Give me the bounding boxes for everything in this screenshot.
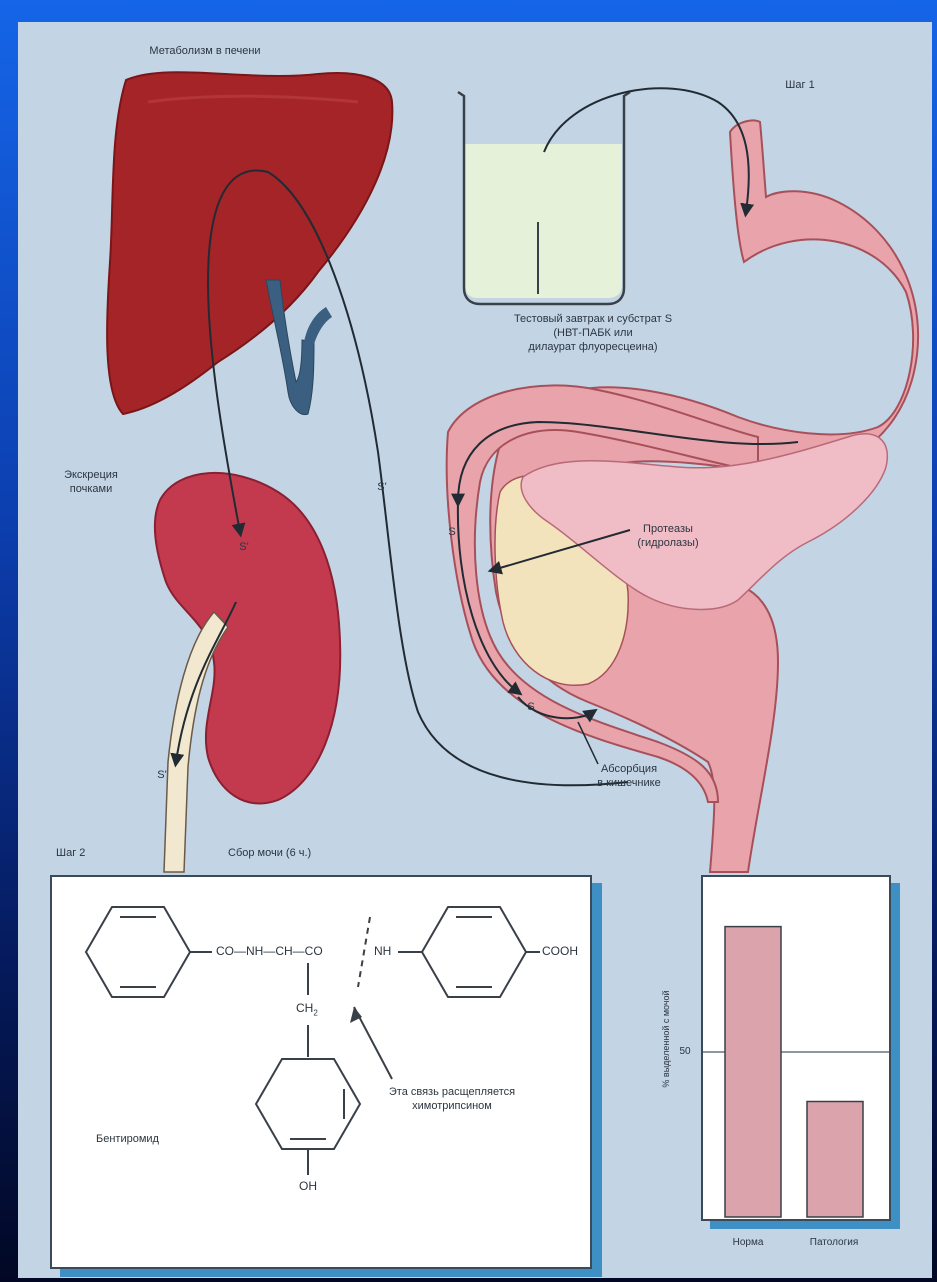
label-renal-excretion: Экскреция почками (46, 468, 136, 496)
formula-main-chain: CO—NH—CH—CO (216, 944, 323, 958)
formula-cooh: COOH (542, 944, 578, 958)
bar-norm (725, 927, 781, 1217)
formula-oh: OH (299, 1179, 317, 1193)
hepatic-vein-branch (304, 307, 332, 344)
label-metabolite-s2: S' (234, 540, 254, 554)
diagram-panel: Метаболизм в печени Шаг 1 Тестовый завтр… (18, 22, 932, 1278)
formula-ch2: CH2 (296, 1001, 318, 1020)
benzene-ring-right (422, 907, 526, 997)
label-urine-collection: Сбор мочи (6 ч.) (228, 846, 311, 860)
label-liver-metabolism: Метаболизм в печени (110, 44, 300, 58)
bar-chart-plot (703, 877, 889, 1219)
y-axis-label: % выделенной с мочой (659, 939, 673, 1139)
formula-nh-right: NH (374, 944, 391, 958)
liver (107, 72, 392, 414)
label-step1: Шаг 1 (770, 78, 830, 92)
label-metabolite-s1: S' (372, 480, 392, 494)
x-label-pathology: Патология (794, 1236, 874, 1250)
benzene-ring-left (86, 907, 190, 997)
bar-pathology (807, 1102, 863, 1218)
label-bentiromide: Бентиромид (96, 1132, 159, 1146)
label-bond-cleaved: Эта связь расщепляется химотрипсином (362, 1085, 542, 1113)
bentiromide-structure (52, 877, 590, 1267)
label-metabolite-s3: S' (152, 768, 172, 782)
label-proteases: Протеазы (гидролазы) (618, 522, 718, 550)
beaker-liquid (465, 144, 622, 298)
label-absorption: Абсорбция в кишечнике (584, 762, 674, 790)
label-substrate-s1: S (442, 525, 462, 539)
label-substrate-s2: S (521, 700, 541, 714)
bentiromide-formula-box: CO—NH—CH—CO NH COOH CH2 OH Эта связь рас… (50, 875, 592, 1269)
label-test-meal: Тестовый завтрак и субстрат S (НВТ-ПАБК … (488, 312, 698, 354)
x-label-norm: Норма (720, 1236, 776, 1250)
bar-chart (701, 875, 891, 1221)
label-step2: Шаг 2 (56, 846, 85, 860)
y-tick-50: 50 (672, 1045, 698, 1059)
